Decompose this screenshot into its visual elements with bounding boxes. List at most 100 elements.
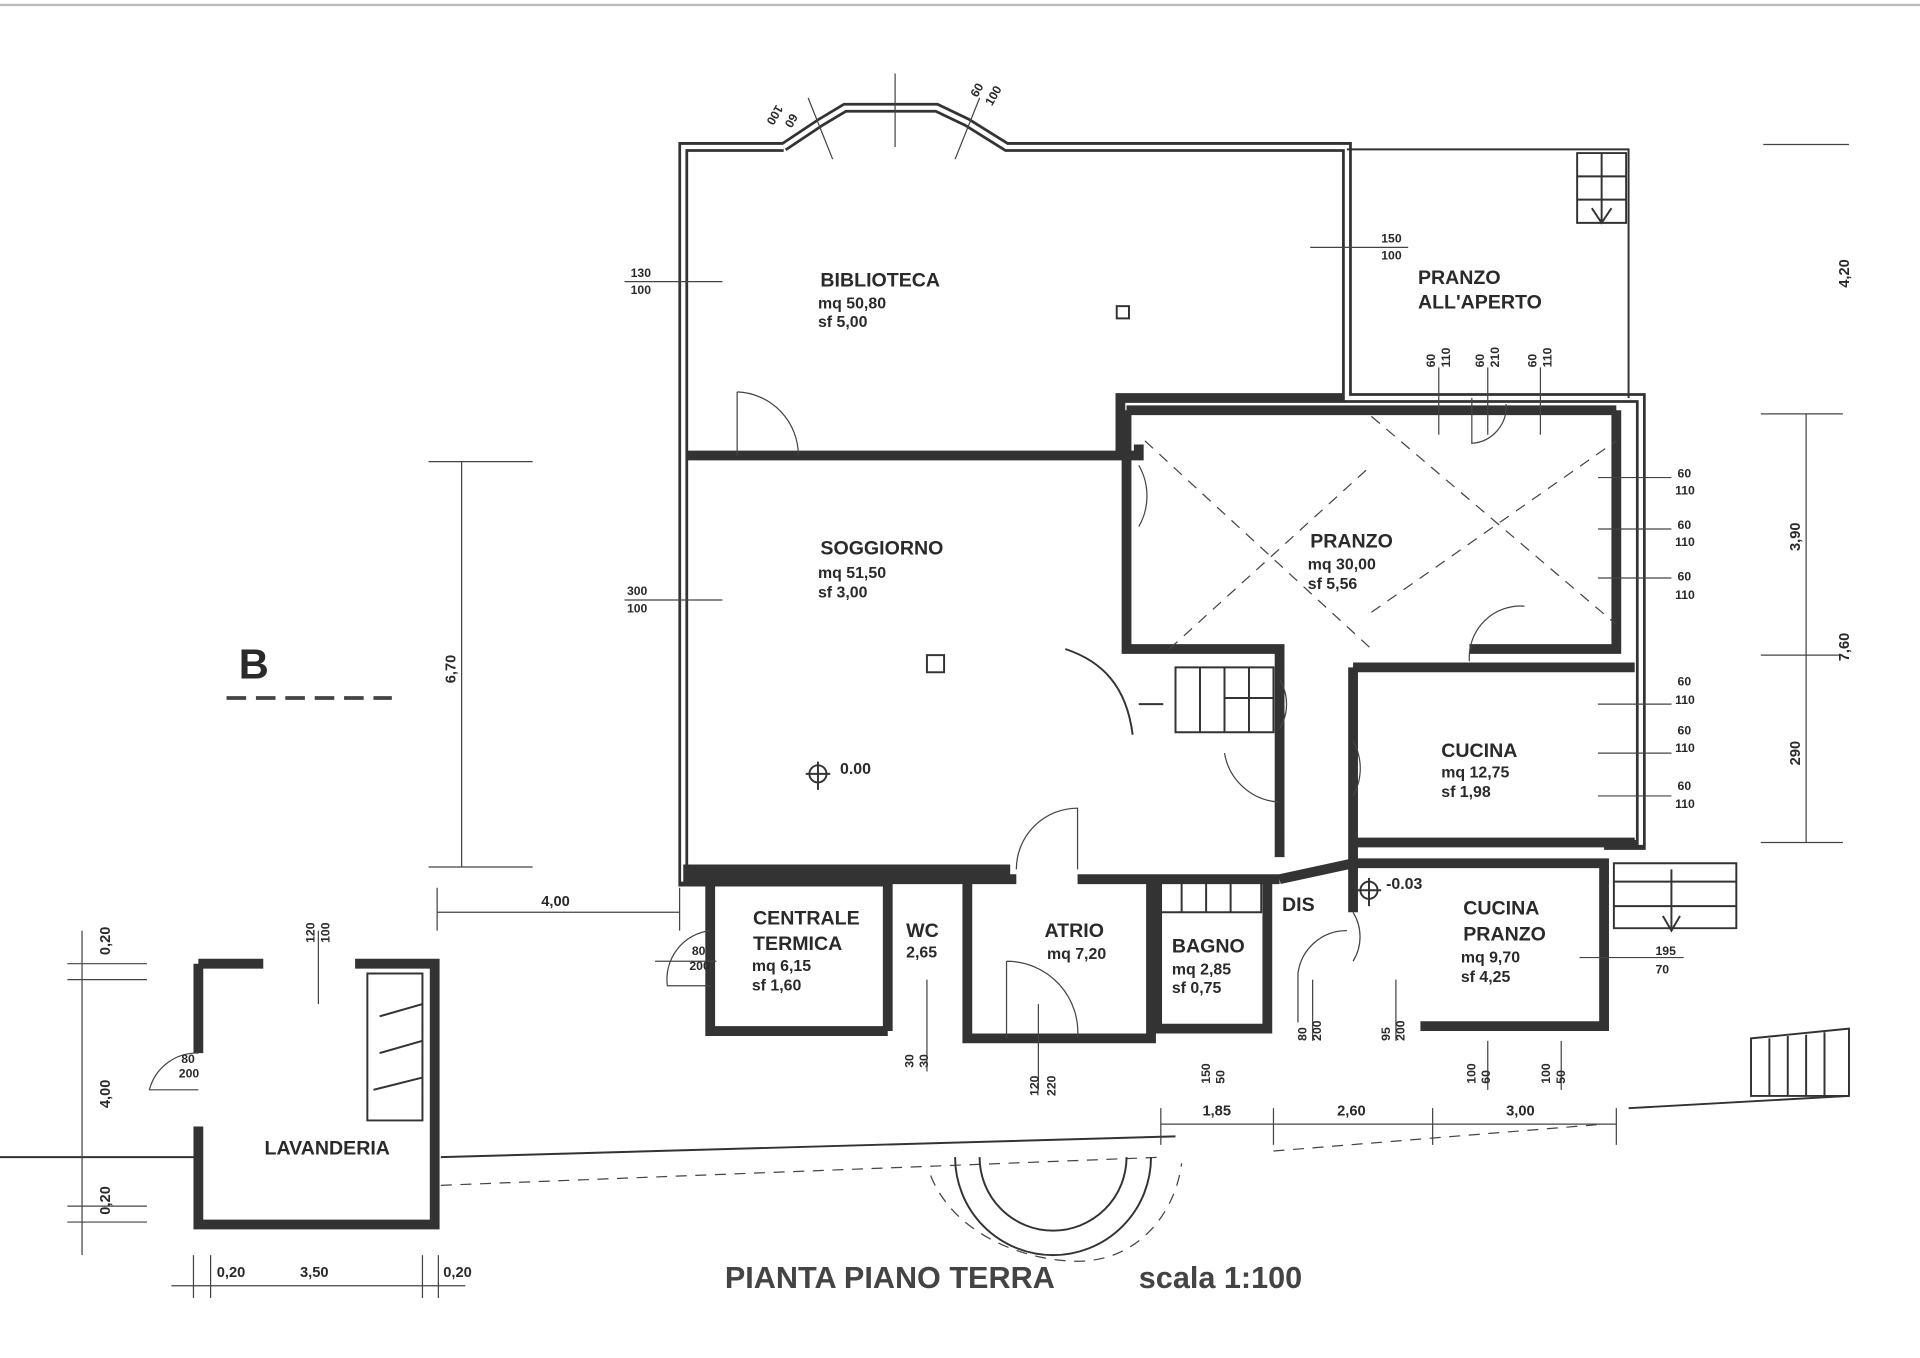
dimension-label: 3,50 <box>300 1265 329 1281</box>
dimension-label: 150 <box>1381 231 1402 245</box>
room-window-area: sf 1,60 <box>752 978 802 995</box>
dimension-label: 100 <box>1465 1063 1479 1084</box>
room-name: CUCINA <box>1441 740 1517 762</box>
dimension-lines <box>67 73 1849 1298</box>
dimension-values: 6,70 4,00 4,20 3,90 7,60 290 1,85 2,60 3… <box>98 259 1853 1281</box>
dimension-label: 100 <box>1539 1063 1553 1084</box>
dimension-label: 110 <box>1675 588 1695 602</box>
room-name: WC <box>906 920 939 942</box>
room-name: PRANZO <box>1463 923 1546 945</box>
dimension-label: 4,00 <box>98 1080 114 1109</box>
dimension-label: 60 <box>1526 354 1540 368</box>
dimension-label: 4,20 <box>1837 259 1853 288</box>
level-marker-icon <box>1356 877 1382 907</box>
dimension-label: 195 <box>1656 944 1677 958</box>
room-name: PRANZO <box>1310 530 1393 552</box>
dimension-label: 4,00 <box>541 894 570 910</box>
dimension-label: 200 <box>179 1067 200 1081</box>
dimension-label: 60 <box>1678 467 1692 481</box>
room-area: mq 9,70 <box>1461 949 1520 966</box>
terrace-outline <box>440 1123 1605 1262</box>
dimension-label: 100 <box>631 283 652 297</box>
dimension-label: 200 <box>1393 1020 1407 1041</box>
room-name: SOGGIORNO <box>820 538 943 560</box>
section-label: B <box>239 640 269 687</box>
stairs <box>366 648 1850 1122</box>
dimension-label: 70 <box>1656 962 1670 976</box>
room-name: DIS <box>1282 894 1315 916</box>
dimension-label: 60 <box>1479 1070 1493 1084</box>
room-window-area: sf 5,00 <box>818 314 868 331</box>
room-window-area: sf 4,25 <box>1461 969 1511 986</box>
room-area: mq 7,20 <box>1047 946 1106 963</box>
dimension-label: 7,60 <box>1837 633 1853 662</box>
dimension-label: 220 <box>1045 1075 1059 1096</box>
dimension-label: 80 <box>1296 1027 1310 1041</box>
room-name: ATRIO <box>1044 920 1103 942</box>
dimension-label: 0,20 <box>98 1186 114 1215</box>
dimension-label: 100 <box>982 83 1004 108</box>
column-soggiorno <box>925 654 946 674</box>
room-name: TERMICA <box>753 933 842 955</box>
room-name: PRANZO <box>1418 267 1501 289</box>
dimension-label: 110 <box>1675 693 1695 707</box>
dimension-label: 110 <box>1439 347 1453 367</box>
dimension-label: 60 <box>1678 724 1692 738</box>
dimension-label: 80 <box>692 944 706 958</box>
room-name: ALL'APERTO <box>1418 292 1542 314</box>
dimension-label: 200 <box>689 959 710 973</box>
dimension-label: 6,70 <box>444 655 460 684</box>
dimension-label: 100 <box>763 103 785 128</box>
room-area: mq 2,85 <box>1172 962 1231 979</box>
dimension-label: 100 <box>627 601 648 615</box>
dimension-label: 290 <box>1788 741 1804 766</box>
dimension-label: 100 <box>318 922 332 943</box>
dimension-label: 3,90 <box>1788 522 1804 551</box>
room-name: LAVANDERIA <box>264 1138 389 1160</box>
dimension-label: 120 <box>304 922 318 943</box>
column-biblioteca <box>1115 305 1130 320</box>
dimension-label: 100 <box>1381 249 1402 263</box>
room-area: mq 30,00 <box>1308 556 1376 573</box>
dimension-label: 110 <box>1540 347 1554 367</box>
dimension-label: 80 <box>181 1052 195 1066</box>
pranzo-ceiling-diagonals <box>1144 415 1617 650</box>
dimension-label: 0,20 <box>443 1265 472 1281</box>
room-area: mq 12,75 <box>1441 765 1509 782</box>
dimension-label: 60 <box>1424 354 1438 368</box>
dimension-label: 0,20 <box>217 1265 246 1281</box>
dimension-label: 60 <box>1678 779 1692 793</box>
dimension-label: 120 <box>1027 1075 1041 1096</box>
level-value: 0.00 <box>840 761 871 778</box>
drawing-title: PIANTA PIANO TERRA <box>725 1261 1055 1295</box>
room-window-area: sf 1,98 <box>1441 784 1491 801</box>
dimension-label: 60 <box>1678 518 1692 532</box>
dimension-label: 110 <box>1675 741 1695 755</box>
room-area: mq 50,80 <box>818 296 886 313</box>
level-value: -0.03 <box>1386 876 1422 893</box>
dimension-label: 200 <box>1310 1020 1324 1041</box>
dimension-label: 3,00 <box>1506 1104 1535 1120</box>
dimension-label: 210 <box>1488 347 1502 368</box>
room-window-area: sf 5,56 <box>1308 576 1358 593</box>
dimension-label: 60 <box>1678 675 1692 689</box>
room-name: BAGNO <box>1172 936 1245 958</box>
room-window-area: sf 3,00 <box>818 585 868 602</box>
dimension-label: 110 <box>1675 535 1695 549</box>
dimension-label: 50 <box>1554 1070 1568 1084</box>
dimension-label: 110 <box>1675 484 1695 498</box>
level-marker-icon <box>805 761 831 790</box>
dimension-label: 30 <box>902 1054 916 1068</box>
room-area: mq 51,50 <box>818 565 886 582</box>
walls <box>193 102 1646 1230</box>
dimension-label: 1,85 <box>1202 1104 1231 1120</box>
room-name: CENTRALE <box>753 908 860 930</box>
room-name: CUCINA <box>1463 898 1539 920</box>
dimension-label: 60 <box>782 111 801 130</box>
dimension-label: 30 <box>917 1054 931 1068</box>
room-window-area: sf 0,75 <box>1172 980 1222 997</box>
drawing-scale: scala 1:100 <box>1139 1261 1302 1295</box>
dimension-label: 2,60 <box>1337 1104 1366 1120</box>
room-area: mq 6,15 <box>752 958 811 975</box>
